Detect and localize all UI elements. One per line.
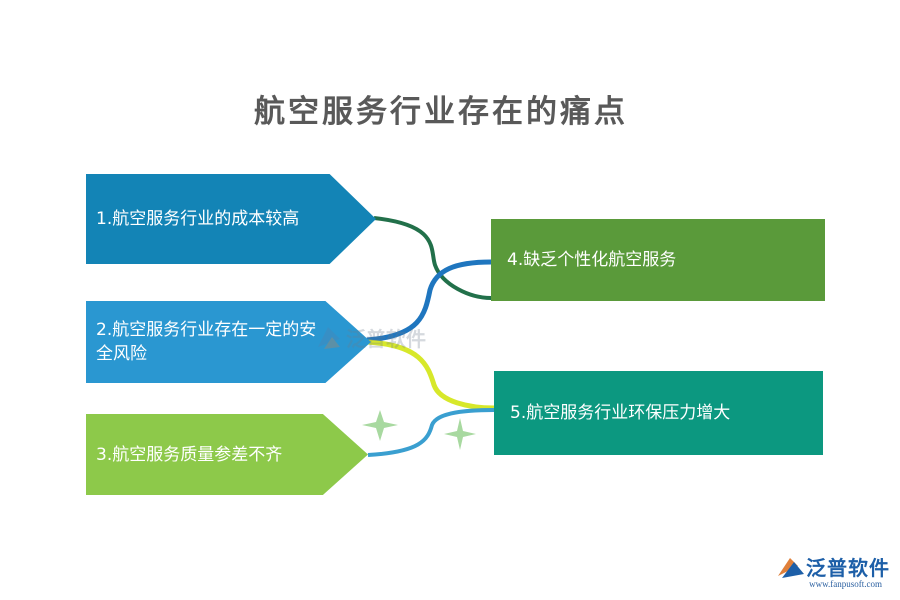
pain-point-5: 5.航空服务行业环保压力增大 xyxy=(494,371,823,455)
connector-item2-item4 xyxy=(366,259,492,343)
brand-logo-icon xyxy=(778,557,804,578)
watermark-text: 泛普软件 xyxy=(346,327,426,351)
pain-point-3-label: 3.航空服务质量参差不齐 xyxy=(96,444,283,465)
brand-url: www.fanpusoft.com xyxy=(809,579,882,589)
connector-item2-item5 xyxy=(366,339,495,411)
connector-item1-item4 xyxy=(373,216,492,300)
pain-point-1-label: 1.航空服务行业的成本较高 xyxy=(96,209,300,229)
pain-point-5-label: 5.航空服务行业环保压力增大 xyxy=(510,403,731,423)
connector-item3-item5 xyxy=(367,408,495,457)
brand-logo-text: 泛普软件 xyxy=(806,556,890,580)
pain-point-3: 3.航空服务质量参差不齐 xyxy=(86,414,368,495)
pain-point-1: 1.航空服务行业的成本较高 xyxy=(86,174,376,264)
diagram-title: 航空服务行业存在的痛点 xyxy=(254,94,628,130)
watermark-logo-icon xyxy=(318,326,340,349)
brand-logo: 泛普软件 xyxy=(776,552,890,581)
watermark: 泛普软件 xyxy=(316,323,426,352)
pain-point-4: 4.缺乏个性化航空服务 xyxy=(491,219,825,301)
pain-point-2: 2.航空服务行业存在一定的安全风险 xyxy=(86,301,371,383)
sparkle-icon xyxy=(362,410,476,450)
pain-point-2-label: 2.航空服务行业存在一定的安全风险 xyxy=(96,320,317,364)
pain-point-4-label: 4.缺乏个性化航空服务 xyxy=(507,250,677,270)
